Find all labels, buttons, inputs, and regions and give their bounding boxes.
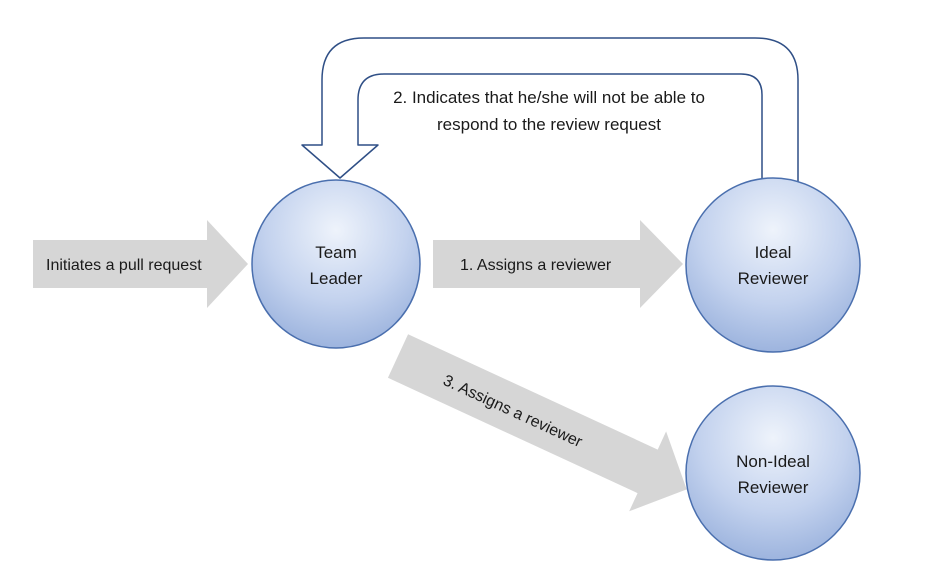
initiate-arrow [33, 220, 248, 308]
decline-label-line1: 2. Indicates that he/she will not be abl… [393, 88, 705, 107]
initiate-arrow-label: Initiates a pull request [46, 257, 202, 274]
non-ideal-reviewer-label-line2: Reviewer [738, 478, 809, 497]
assign-ideal-arrow [433, 220, 683, 308]
decline-return-arrow [301, 37, 799, 183]
ideal-reviewer-label-line2: Reviewer [738, 269, 809, 288]
ideal-reviewer-node [685, 177, 861, 353]
team-leader-label-line2: Leader [310, 269, 363, 288]
team-leader-label-line1: Team [315, 243, 357, 262]
non-ideal-reviewer-label-line1: Non-Ideal [736, 452, 810, 471]
non-ideal-reviewer-node [685, 385, 861, 561]
ideal-reviewer-label-line1: Ideal [755, 243, 792, 262]
assign-non-ideal-arrow [387, 334, 687, 512]
decline-label-line2: respond to the review request [437, 115, 661, 134]
assign-ideal-arrow-label: 1. Assigns a reviewer [460, 257, 612, 274]
team-leader-node [251, 179, 421, 349]
